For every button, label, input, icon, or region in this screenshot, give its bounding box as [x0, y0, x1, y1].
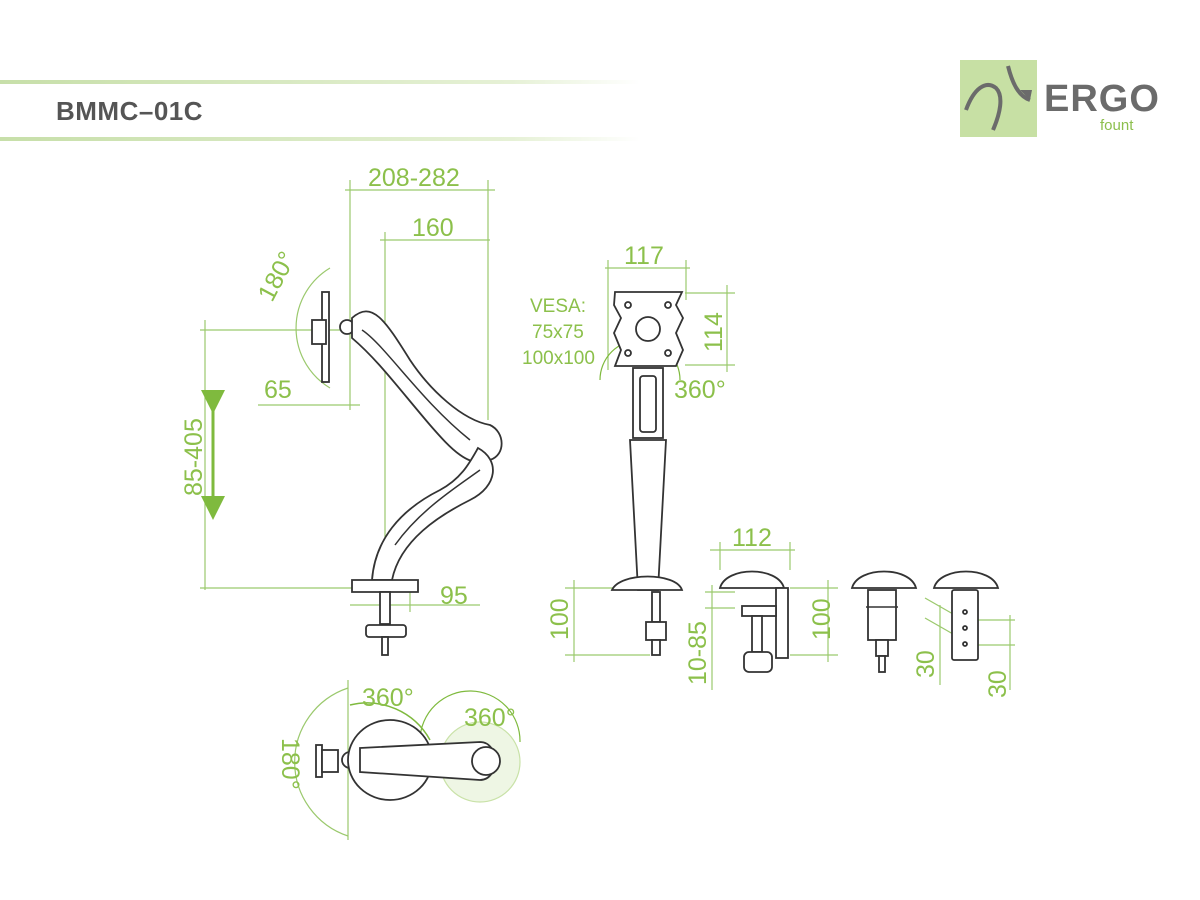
side-upper-arm: [351, 310, 503, 464]
dim-clamp-width: 112: [732, 524, 772, 552]
header-rule-top: [0, 80, 640, 84]
clamp2-base: [850, 570, 918, 589]
grommet-base: [932, 570, 1000, 589]
clamp1-knob: [743, 651, 773, 673]
front-clamp-block: [645, 621, 667, 641]
logo-wordmark: ERGO: [1044, 78, 1160, 120]
front-clamp-rod: [651, 591, 661, 623]
top-tilt-head: [321, 749, 339, 773]
vesa-label: VESA:: [530, 296, 586, 317]
front-view: VESA: 75x75 100x100 117 114 360° 100: [522, 242, 735, 662]
clamp-views: 112 10-85 100 30 30: [684, 524, 1015, 698]
dim-side-tilt: 180°: [253, 247, 302, 306]
front-pole: [629, 439, 667, 591]
side-clamp-rod: [379, 591, 391, 625]
side-view: 208-282 160 180° 65 85-405 95: [180, 164, 503, 656]
clamp2-body: [867, 589, 897, 641]
logo-subtitle: fount: [1100, 117, 1134, 134]
vesa-small: 75x75: [532, 322, 584, 343]
dim-desk-thickness: 10-85: [684, 621, 712, 685]
side-base: [351, 579, 419, 593]
clamp2-tip: [878, 655, 886, 673]
clamp2-screw: [875, 639, 889, 657]
front-base: [610, 575, 684, 591]
dim-clamp-height: 100: [808, 598, 836, 640]
dim-plate-width: 117: [624, 242, 664, 270]
grommet-bolt: [951, 589, 979, 661]
dim-vesa-offset: 65: [264, 376, 292, 404]
model-title: BMMC–01C: [56, 96, 204, 126]
front-vesa-hub: [635, 316, 661, 342]
header-rule-bottom: [0, 137, 640, 141]
dim-plate-height: 114: [700, 312, 728, 352]
top-pole-cap: [471, 746, 501, 776]
dim-top-tilt: 180°: [276, 738, 304, 790]
side-tilt-head: [311, 319, 327, 345]
dim-top-swivel-arm: 360°: [362, 684, 414, 712]
dim-reach-total: 208-282: [368, 164, 460, 192]
vesa-large: 100x100: [522, 348, 595, 369]
clamp1-screw: [751, 615, 763, 653]
dim-height-range: 85-405: [180, 418, 208, 496]
dim-grommet-b: 30: [984, 670, 1012, 698]
dim-base-offset: 95: [440, 582, 468, 610]
dim-reach-arm: 160: [412, 214, 454, 242]
top-view: 360° 360° 180°: [276, 680, 521, 840]
side-clamp-screw: [381, 636, 389, 656]
side-clamp-foot: [365, 624, 407, 638]
side-lower-arm: [371, 446, 494, 581]
clamp1-jaw-top: [741, 605, 777, 617]
front-clamp-screw: [651, 639, 661, 656]
brand-logo: ERGO fount: [960, 60, 1159, 140]
clamp1-upright: [775, 587, 789, 659]
dim-front-rotation: 360°: [674, 376, 726, 404]
clamp1-base: [718, 570, 786, 589]
logo-emblem: [960, 60, 1037, 137]
dim-pole-below: 100: [546, 598, 574, 640]
dim-top-swivel-base: 360°: [464, 704, 516, 732]
dim-grommet-a: 30: [912, 650, 940, 678]
